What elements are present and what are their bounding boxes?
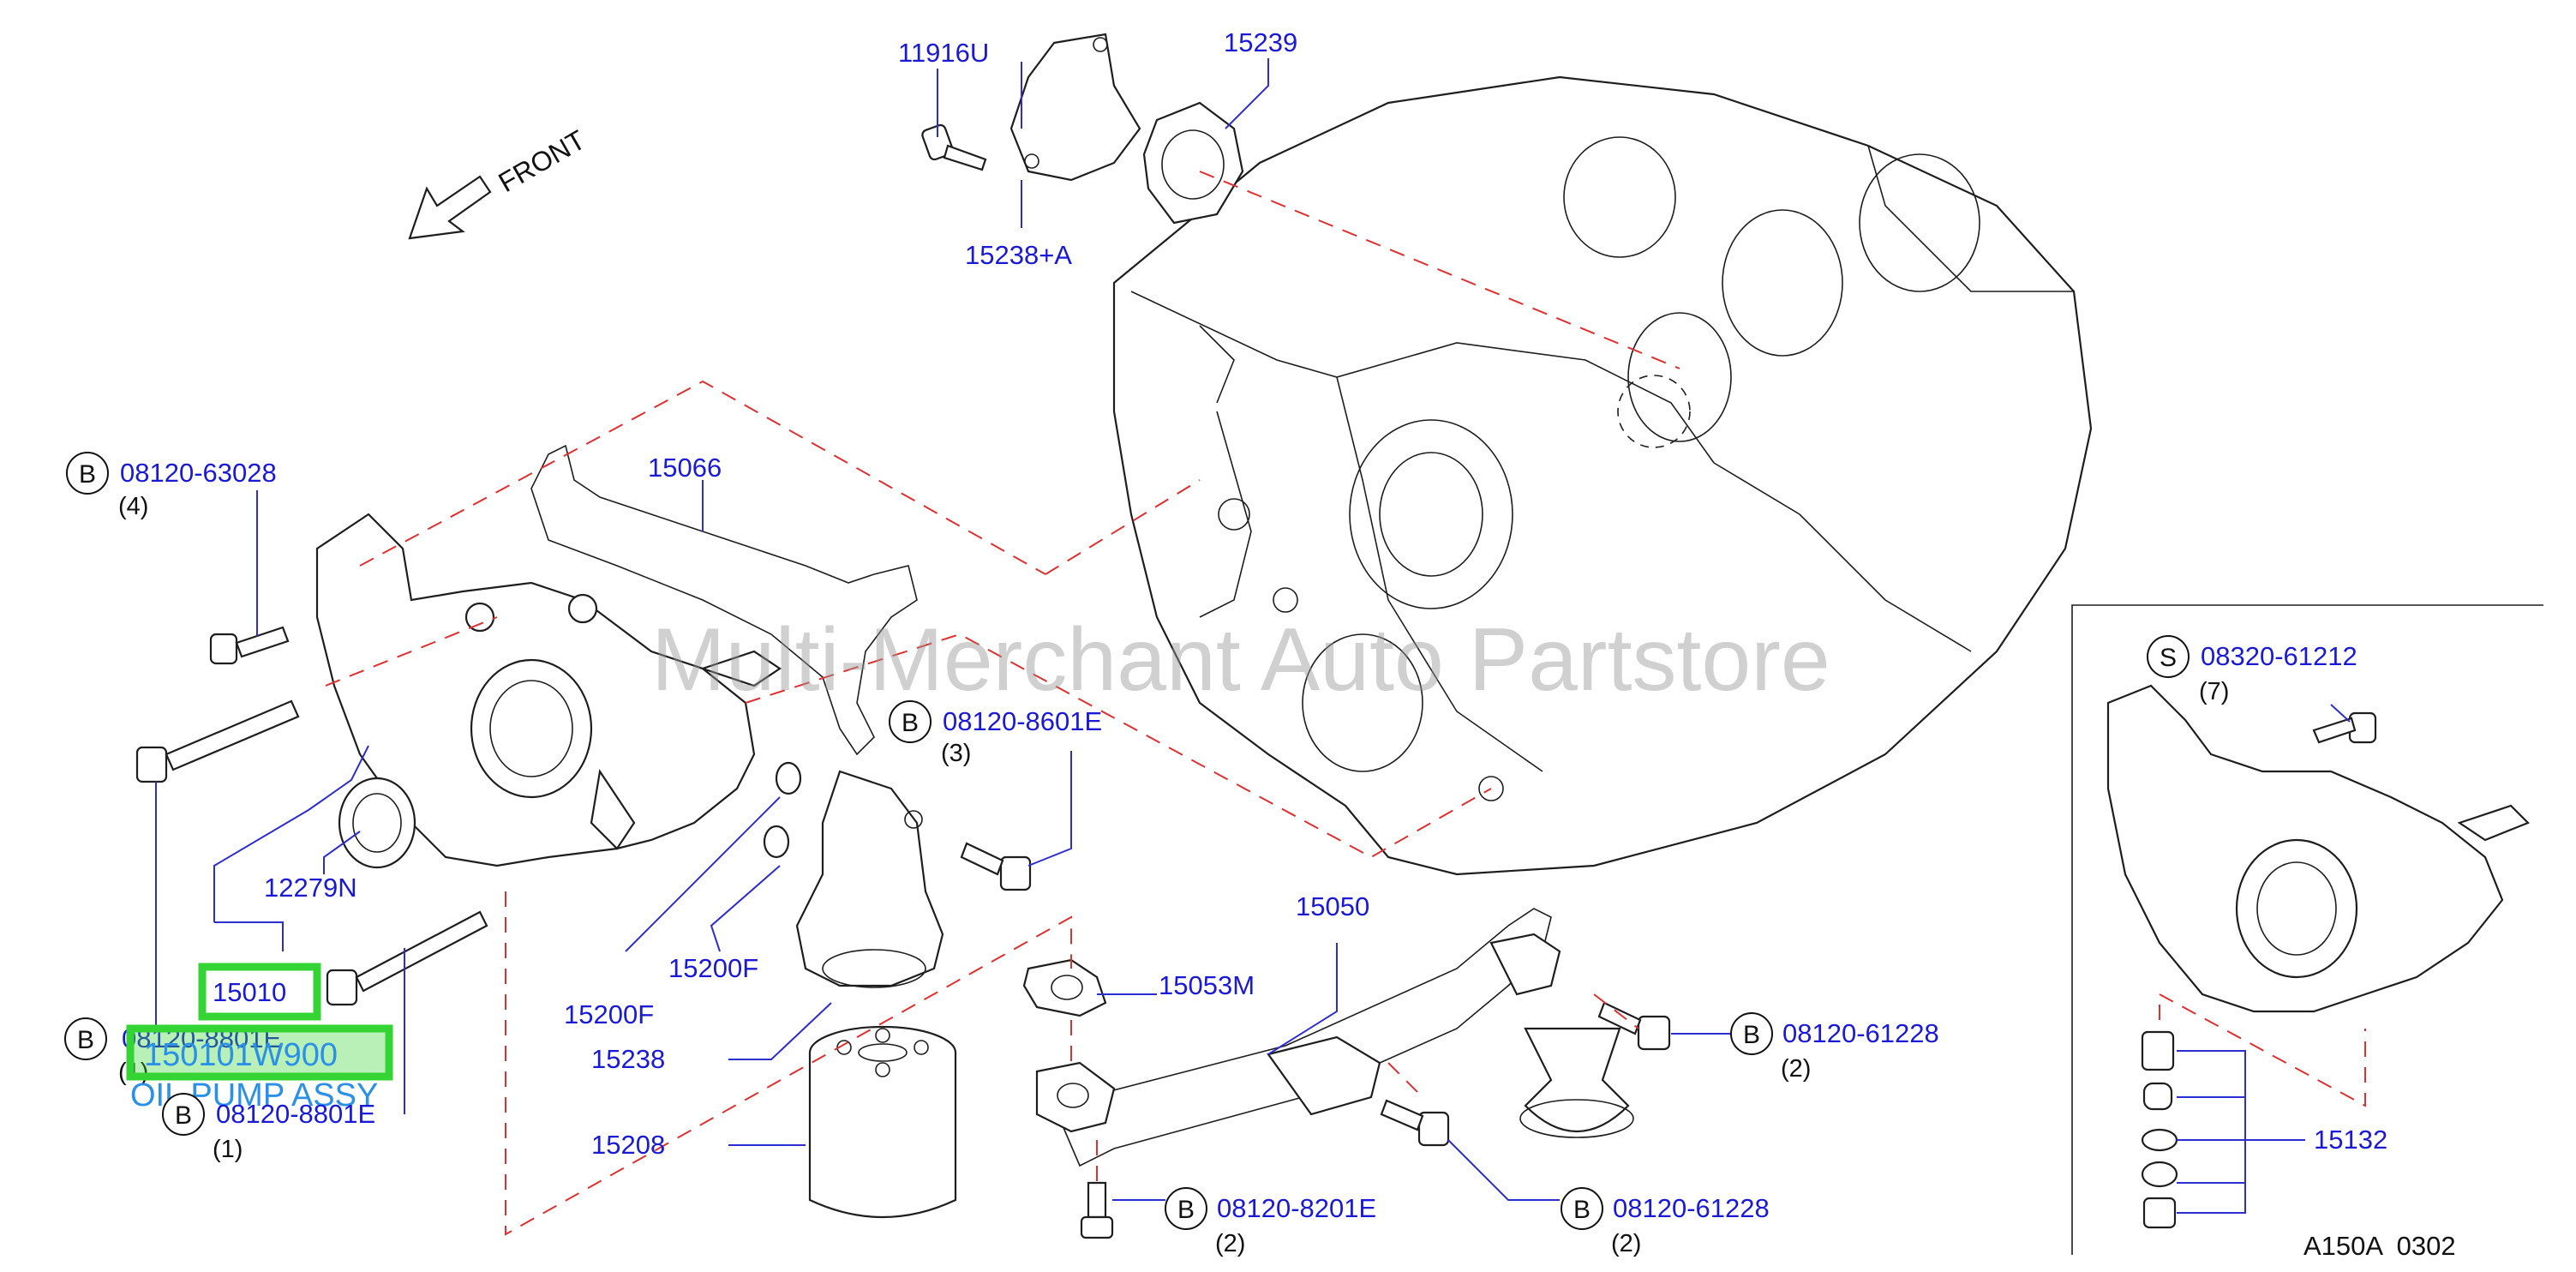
engine-block [1112,75,2093,876]
front-arrow-icon [408,175,492,240]
gasket-15239[interactable] [1142,101,1244,225]
marker-b-8801e-a [64,1017,107,1060]
oil-filter-15208[interactable] [808,1025,957,1219]
bolt-08120-8201e[interactable] [1080,1181,1114,1239]
marker-b-8201e [1165,1187,1207,1230]
inset-oil-pump[interactable] [2106,684,2530,1013]
qty-08120-61228-a: (2) [1781,1055,1811,1083]
cover-15238a[interactable] [1009,33,1141,182]
marker-b-8801e-b [162,1093,205,1136]
marker-s-61212 [2147,635,2190,678]
highlight-15010 [198,963,321,1021]
o-rings-15200f[interactable] [763,761,802,859]
label-15053m[interactable]: 15053M [1159,970,1255,1000]
label-08120-61228-a[interactable]: 08120-61228 [1782,1018,1939,1048]
label-15239[interactable]: 15239 [1224,27,1297,57]
label-15238[interactable]: 15238 [591,1044,665,1074]
label-15066[interactable]: 15066 [648,453,722,483]
label-08120-8201e[interactable]: 08120-8201E [1217,1193,1376,1223]
marker-b-61228-a [1730,1012,1773,1055]
bolt-08120-63028[interactable] [209,626,290,665]
label-08120-63028[interactable]: 08120-63028 [120,458,277,488]
label-08120-8801e-b[interactable]: 08120-8801E [216,1099,375,1129]
bolt-11916u[interactable] [921,123,987,171]
bolt-08120-61228-lower[interactable] [1380,1099,1450,1147]
bolt-08120-8801e-long[interactable] [135,699,300,783]
label-15238a[interactable]: 15238+A [965,240,1072,270]
inset-frame [2071,604,2543,1255]
label-15208[interactable]: 15208 [591,1130,665,1160]
label-08120-8601e[interactable]: 08120-8601E [943,706,1102,736]
marker-b-8201e-text: B [1177,1196,1195,1224]
qty-08120-61228-b: (2) [1611,1230,1641,1257]
marker-b-61228-a-text: B [1743,1021,1760,1049]
marker-b-8801e-b-text: B [175,1101,192,1130]
marker-s-61212-text: S [2160,644,2177,672]
alignment-lines [325,171,2366,1236]
marker-b-63028-text: B [79,460,96,489]
qty-08120-8601e: (3) [941,740,971,767]
oil-pump-body[interactable] [315,513,782,867]
qty-08120-8801e-b: (1) [213,1136,243,1163]
diagram-code: A150A 0302 [2303,1231,2456,1261]
label-08320-61212[interactable]: 08320-61212 [2201,641,2357,671]
highlight-150101w900 [126,1024,393,1081]
watermark: Multi-Merchant Auto Partstore [651,610,1830,710]
label-08120-61228-b[interactable]: 08120-61228 [1613,1193,1770,1223]
bolt-08120-8801e-short[interactable] [326,910,488,1006]
label-15050[interactable]: 15050 [1296,891,1369,921]
marker-b-8801e-a-text: B [77,1026,94,1054]
label-15200f-lower[interactable]: 15200F [564,999,654,1029]
marker-b-61228-b [1561,1187,1603,1230]
label-11916u[interactable]: 11916U [898,38,989,68]
gasket-15066[interactable] [530,444,918,756]
marker-b-8601e [889,700,932,743]
marker-b-63028 [66,452,109,495]
bolt-08120-8601e[interactable] [960,842,1032,891]
qty-08320-61212: (7) [2199,678,2229,705]
label-12279n[interactable]: 12279N [264,873,357,903]
marker-b-61228-b-text: B [1573,1196,1591,1224]
front-label: FRONT [494,124,590,198]
strainer-15050[interactable] [1035,908,1634,1167]
gasket-15053m[interactable] [1022,958,1107,1017]
label-15010[interactable]: 15010 [213,977,286,1007]
qty-08120-8201e: (2) [1215,1230,1245,1257]
label-15132[interactable]: 15132 [2314,1125,2387,1155]
oil-seal-12279n[interactable] [338,777,416,869]
filter-bracket-15238[interactable] [795,770,944,988]
bolt-08120-61228-upper[interactable] [1597,1001,1671,1051]
marker-b-8601e-text: B [902,709,919,737]
label-150101w900[interactable]: 150101W900 [144,1037,338,1073]
label-15200f-upper[interactable]: 15200F [668,953,758,983]
qty-08120-63028: (4) [118,493,148,520]
bolt-08320-61212[interactable] [2312,711,2377,744]
relief-valve-15132[interactable] [2141,1030,2178,1229]
leader-lines [155,58,2351,1214]
